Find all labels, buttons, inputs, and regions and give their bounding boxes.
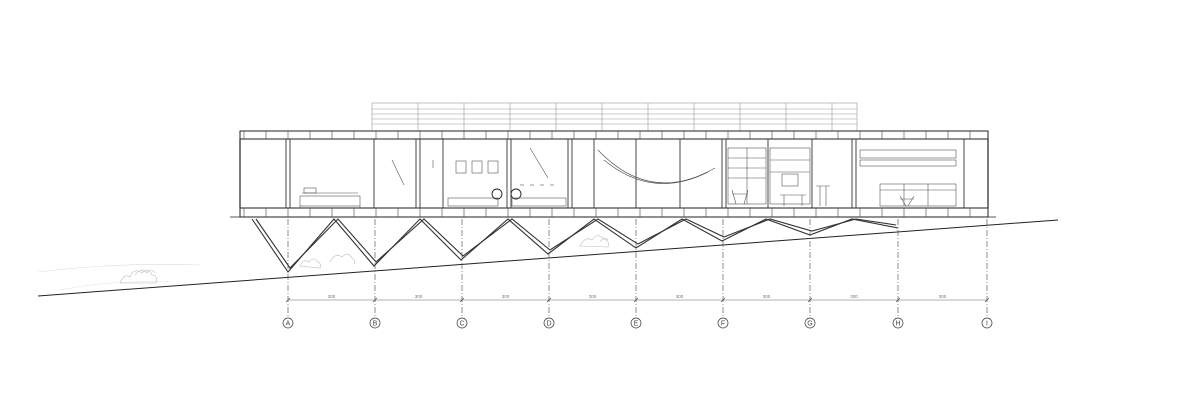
grid-label-e: E [634, 321, 639, 328]
grid-bubble-d [543, 317, 555, 329]
grid-bubble-h [892, 317, 904, 329]
joist-ticks [243, 131, 971, 217]
dimension-label: 300 [328, 294, 336, 299]
dimension-label: 300 [939, 294, 947, 299]
dimension-tick [546, 297, 552, 303]
dimension-label: 300 [763, 294, 771, 299]
dimension-labels: 300 300 300 300 300 300 300 300 [285, 294, 990, 303]
truss-bracing [251, 218, 899, 273]
grid-bubble-i [981, 317, 993, 329]
dimension-tick [807, 297, 813, 303]
dimension-label: 300 [502, 294, 510, 299]
grid-bubble-g [804, 317, 816, 329]
grid-label-a: A [286, 321, 291, 328]
structural-grid-lines [287, 219, 988, 316]
grid-label-f: F [721, 321, 725, 328]
grid-bubble-a [282, 317, 294, 329]
dimension-label: 300 [415, 294, 423, 299]
grid-label-b: B [373, 321, 378, 328]
grid-bubble-e [630, 317, 642, 329]
grid-bubble-b [369, 317, 381, 329]
bedroom-furniture [299, 159, 405, 208]
living-kitchen [727, 147, 957, 207]
grid-bubble-f [717, 317, 729, 329]
dimension-label: 300 [850, 294, 858, 299]
grid-bubbles: A B C D E F G H I [282, 317, 993, 329]
grid-label-c: C [459, 321, 464, 328]
dimension-tick [720, 297, 726, 303]
grid-bubble-c [456, 317, 468, 329]
facade-mullions [285, 139, 965, 208]
shrubs [119, 235, 609, 284]
grid-label-d: D [546, 321, 551, 328]
grid-label-g: G [807, 321, 812, 328]
grid-label-h: H [895, 321, 900, 328]
dimension-tick [372, 297, 378, 303]
dimension-tick [285, 297, 291, 303]
building-shell [230, 130, 996, 218]
dimension-label: 300 [589, 294, 597, 299]
dimension-tick [895, 297, 901, 303]
grid-label-i: I [986, 321, 988, 328]
dimension-tick [633, 297, 639, 303]
dimension-tick [984, 297, 990, 303]
terrain [37, 219, 1059, 297]
roof-volume [371, 102, 858, 132]
middle-room [432, 147, 567, 207]
dimension-tick [459, 297, 465, 303]
hammock [597, 149, 716, 184]
dimension-label: 300 [676, 294, 684, 299]
